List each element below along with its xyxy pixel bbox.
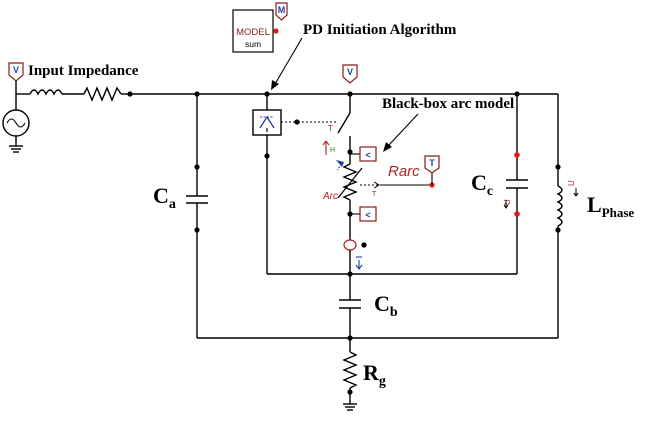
ca-label: Ca	[153, 183, 176, 212]
switch-h: H	[330, 147, 335, 154]
probe-t-text: T	[429, 158, 435, 168]
inductor-lphase: U	[555, 94, 579, 338]
probe-v-arc: V	[342, 64, 358, 84]
arc-resistor: Arc T	[322, 152, 380, 214]
capacitor-ca	[186, 94, 208, 338]
probe-v-source: V	[8, 62, 24, 82]
model-block: MODEL sum M	[232, 2, 288, 53]
arc-t: T	[372, 191, 377, 198]
probe-t: T	[424, 155, 440, 174]
probe-v-arc-text: V	[347, 67, 353, 77]
arc-switch: T H	[298, 94, 351, 155]
input-impedance-label: Input Impedance	[28, 63, 139, 79]
current-probe	[343, 214, 367, 274]
rg-label: Rg	[363, 360, 386, 389]
capacitor-cb	[339, 274, 361, 338]
model-text: MODEL	[236, 27, 270, 38]
bb-arrow	[387, 113, 419, 147]
arc-small-label: Arc	[322, 191, 338, 202]
cb-label: Cb	[374, 291, 398, 320]
black-box-label: Black-box arc model	[382, 96, 514, 112]
lphase-u: U	[567, 180, 576, 186]
pd-arrow	[274, 37, 303, 85]
model-sum-text: sum	[245, 39, 261, 49]
switch-t: T	[328, 124, 333, 133]
probe-lt-bottom: <	[350, 206, 377, 222]
lphase-label: LPhase	[587, 192, 634, 220]
pd-initiation-label: PD Initiation Algorithm	[303, 22, 457, 38]
resistor-rg	[342, 338, 358, 411]
pd-initiation-device	[252, 94, 300, 274]
ac-source	[2, 80, 30, 153]
probe-lt-bottom-text: <	[365, 210, 370, 220]
bb-arrowhead	[383, 142, 392, 152]
input-inductor	[29, 89, 84, 96]
rarc-label: Rarc	[388, 163, 420, 180]
cc-label: Cc	[471, 170, 493, 199]
probe-lt-top: <	[350, 146, 377, 162]
probe-v-source-text: V	[13, 65, 19, 75]
model-tag: M	[278, 5, 286, 15]
probe-lt-top-text: <	[365, 150, 370, 160]
input-resistor	[83, 86, 130, 102]
capacitor-cc: U	[503, 94, 528, 274]
pd-arrowhead	[271, 80, 279, 90]
cc-u: U	[503, 199, 512, 205]
